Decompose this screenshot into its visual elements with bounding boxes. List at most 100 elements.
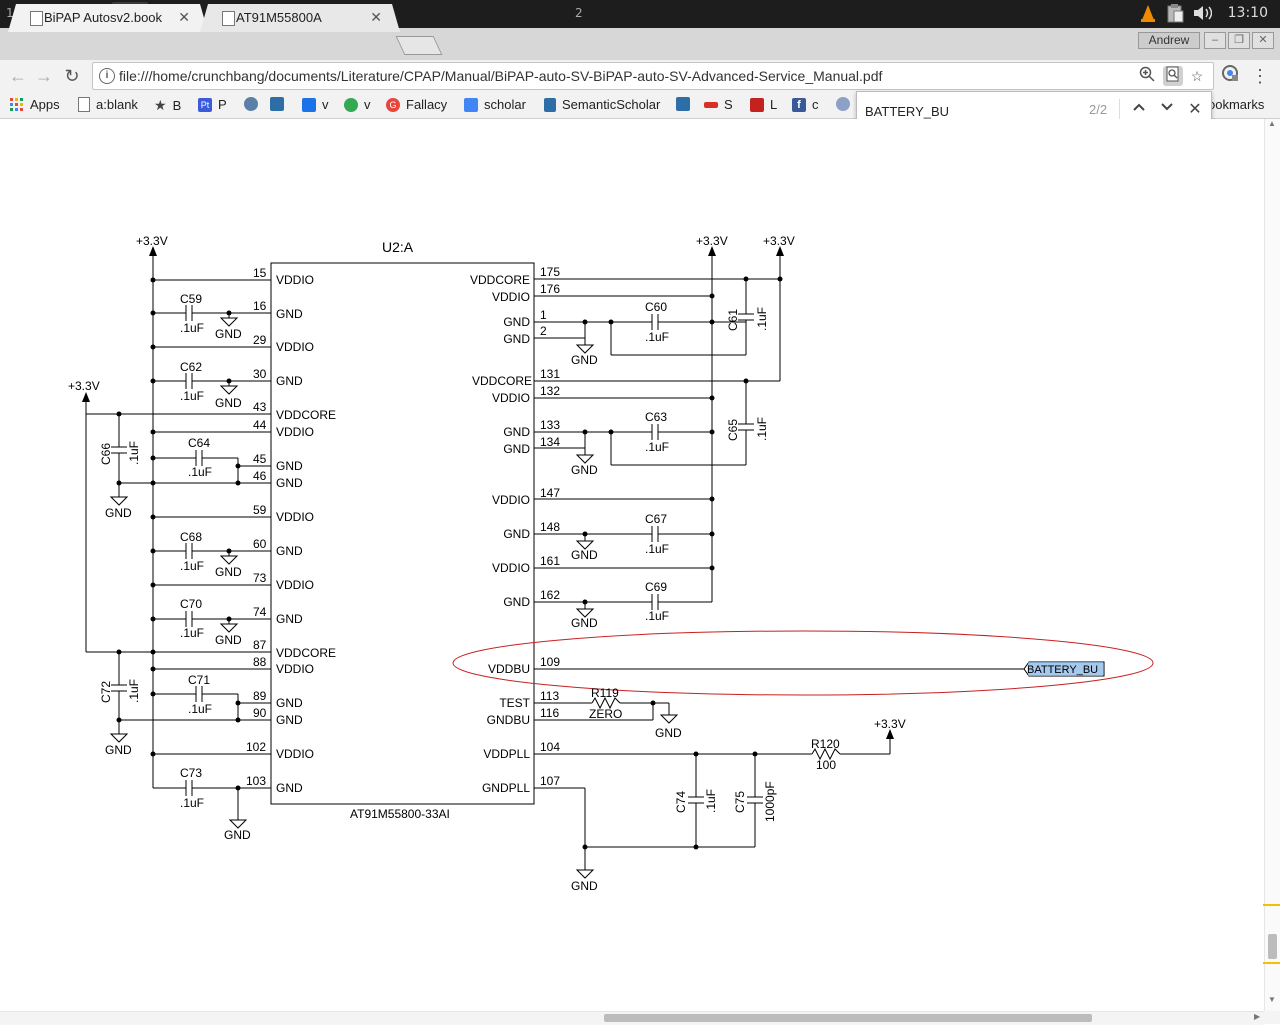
bookmark-fallacy[interactable]: G Fallacy bbox=[386, 97, 447, 112]
bookmark-l[interactable]: L bbox=[750, 97, 777, 112]
close-window-button[interactable]: ✕ bbox=[1252, 32, 1274, 49]
bookmark-c[interactable]: f c bbox=[792, 97, 819, 112]
workspace-1-label[interactable]: 1 bbox=[6, 6, 14, 20]
bookmark-wolfram[interactable] bbox=[270, 97, 290, 111]
power-label: +3.3V bbox=[68, 379, 100, 393]
bookmark-star-icon[interactable]: ☆ bbox=[1190, 68, 1204, 84]
schematic-text: VDDCORE bbox=[276, 646, 336, 660]
scholar-icon bbox=[464, 97, 478, 112]
schematic-text: VDDIO bbox=[276, 578, 314, 592]
address-bar[interactable]: i file:///home/crunchbang/documents/Lite… bbox=[92, 62, 1214, 90]
back-arrow-icon[interactable]: ← bbox=[9, 66, 27, 86]
profile-button[interactable]: Andrew bbox=[1138, 32, 1200, 49]
find-separator bbox=[1119, 99, 1120, 123]
tab-at91m55800a[interactable]: AT91M55800A ✕ bbox=[200, 4, 400, 32]
bookmark-p[interactable]: Pt P bbox=[198, 97, 227, 112]
schematic-text: VDDCORE bbox=[470, 273, 530, 287]
bookmark-chromium[interactable] bbox=[836, 97, 856, 111]
url-text[interactable]: file:///home/crunchbang/documents/Litera… bbox=[119, 68, 883, 84]
schematic-text: GND bbox=[276, 612, 303, 626]
tab-close-icon[interactable]: ✕ bbox=[370, 9, 382, 25]
scroll-right-arrow-icon[interactable]: ▶ bbox=[1254, 1012, 1261, 1021]
schematic-text: 2 bbox=[540, 324, 547, 338]
maximize-button[interactable]: ❐ bbox=[1228, 32, 1250, 49]
schematic-text: 29 bbox=[253, 333, 267, 347]
extension-icon[interactable] bbox=[1218, 64, 1242, 88]
schematic-text: 176 bbox=[540, 282, 560, 296]
find-next-icon[interactable] bbox=[1157, 100, 1177, 120]
schematic-text: .1uF bbox=[755, 417, 769, 441]
search-result-marker bbox=[1263, 904, 1280, 906]
search-result-marker bbox=[1263, 962, 1280, 964]
bookmark-apps[interactable]: Apps bbox=[10, 97, 60, 112]
hangouts-icon bbox=[344, 97, 358, 112]
menu-icon[interactable]: ⋮ bbox=[1251, 66, 1269, 86]
bookmark-a-blank[interactable]: a:blank bbox=[78, 97, 138, 112]
vertical-scroll-thumb[interactable] bbox=[1268, 934, 1277, 959]
volume-icon[interactable] bbox=[1192, 3, 1212, 23]
schematic-text: 162 bbox=[540, 588, 560, 602]
component-labels: C59.1uF C62.1uF C64.1uF C66 .1uF C68.1uF… bbox=[99, 292, 840, 822]
horizontal-scrollbar[interactable]: ▶ bbox=[0, 1011, 1264, 1025]
schematic-text: 148 bbox=[540, 520, 560, 534]
schematic-text: .1uF bbox=[645, 609, 669, 623]
bookmark-s[interactable]: S bbox=[704, 97, 733, 112]
find-previous-icon[interactable] bbox=[1129, 100, 1149, 120]
vertical-scrollbar[interactable]: ▲ ▼ bbox=[1263, 119, 1280, 1011]
bookmark-v-1[interactable]: v bbox=[302, 97, 329, 112]
schematic-text: GND bbox=[276, 459, 303, 473]
schematic-text: C66 bbox=[99, 443, 113, 465]
schematic-text: 44 bbox=[253, 418, 267, 432]
schematic-text: 1000pF bbox=[763, 781, 777, 822]
clock: 13:10 bbox=[1227, 5, 1268, 21]
scroll-down-arrow-icon[interactable]: ▼ bbox=[1268, 995, 1276, 1004]
schematic-text: GND bbox=[105, 506, 132, 520]
schematic-text: GND bbox=[215, 633, 242, 647]
workspace-2-label[interactable]: 2 bbox=[575, 6, 583, 20]
find-close-icon[interactable]: ✕ bbox=[1188, 101, 1202, 118]
clipboard-tray-icon[interactable] bbox=[1165, 3, 1185, 23]
bookmark-scholar[interactable]: scholar bbox=[464, 97, 526, 112]
bookmark-semanticscholar[interactable]: SemanticScholar bbox=[544, 97, 660, 112]
schematic-text: VDDIO bbox=[276, 273, 314, 287]
schematic-text: VDDIO bbox=[492, 561, 530, 575]
schematic-text: 147 bbox=[540, 486, 560, 500]
find-in-page-icon[interactable] bbox=[1163, 66, 1183, 86]
other-bookmarks[interactable]: ookmarks bbox=[1208, 97, 1265, 112]
schematic-text: VDDPLL bbox=[483, 747, 530, 761]
info-icon[interactable]: i bbox=[99, 68, 115, 84]
pdf-viewer[interactable]: U2:A AT91M55800-33AI +3.3V +3.3V +3.3V +… bbox=[0, 119, 1264, 1011]
scroll-up-arrow-icon[interactable]: ▲ bbox=[1268, 119, 1276, 128]
forward-arrow-icon[interactable]: → bbox=[35, 66, 53, 86]
reload-icon[interactable]: ↻ bbox=[64, 66, 80, 86]
schematic-text: VDDBU bbox=[488, 662, 530, 676]
power-label: +3.3V bbox=[874, 717, 906, 731]
schematic-text: VDDIO bbox=[276, 340, 314, 354]
schematic-text: 87 bbox=[253, 638, 267, 652]
zoom-icon[interactable] bbox=[1137, 66, 1157, 86]
find-input[interactable] bbox=[863, 100, 1087, 122]
bookmark-wolfram-2[interactable] bbox=[676, 97, 696, 111]
schematic-text: .1uF bbox=[645, 440, 669, 454]
schematic-text: GND bbox=[276, 781, 303, 795]
schematic-text: .1uF bbox=[180, 389, 204, 403]
schematic-text: 104 bbox=[540, 740, 560, 754]
bookmark-v-2[interactable]: v bbox=[344, 97, 371, 112]
bookmark-satellite[interactable] bbox=[244, 97, 264, 111]
tab-close-icon[interactable]: ✕ bbox=[178, 9, 190, 25]
schematic-text: C61 bbox=[726, 309, 740, 331]
schematic-text: R120 bbox=[811, 737, 840, 751]
schematic-text: VDDIO bbox=[492, 493, 530, 507]
pt-icon: Pt bbox=[198, 97, 212, 112]
minimize-button[interactable]: – bbox=[1204, 32, 1226, 49]
schematic-text: 16 bbox=[253, 299, 267, 313]
schematic-text: C71 bbox=[188, 673, 210, 687]
vlc-tray-icon[interactable] bbox=[1138, 3, 1158, 23]
horizontal-scroll-thumb[interactable] bbox=[604, 1014, 1092, 1022]
bookmark-b[interactable]: ★ B bbox=[154, 97, 182, 113]
schematic-text: C65 bbox=[726, 419, 740, 441]
tab-bipap-autosv2[interactable]: BiPAP Autosv2.book ✕ bbox=[8, 4, 208, 32]
schematic-text: 88 bbox=[253, 655, 267, 669]
schematic-text: GND bbox=[503, 595, 530, 609]
schematic-text: 45 bbox=[253, 452, 267, 466]
